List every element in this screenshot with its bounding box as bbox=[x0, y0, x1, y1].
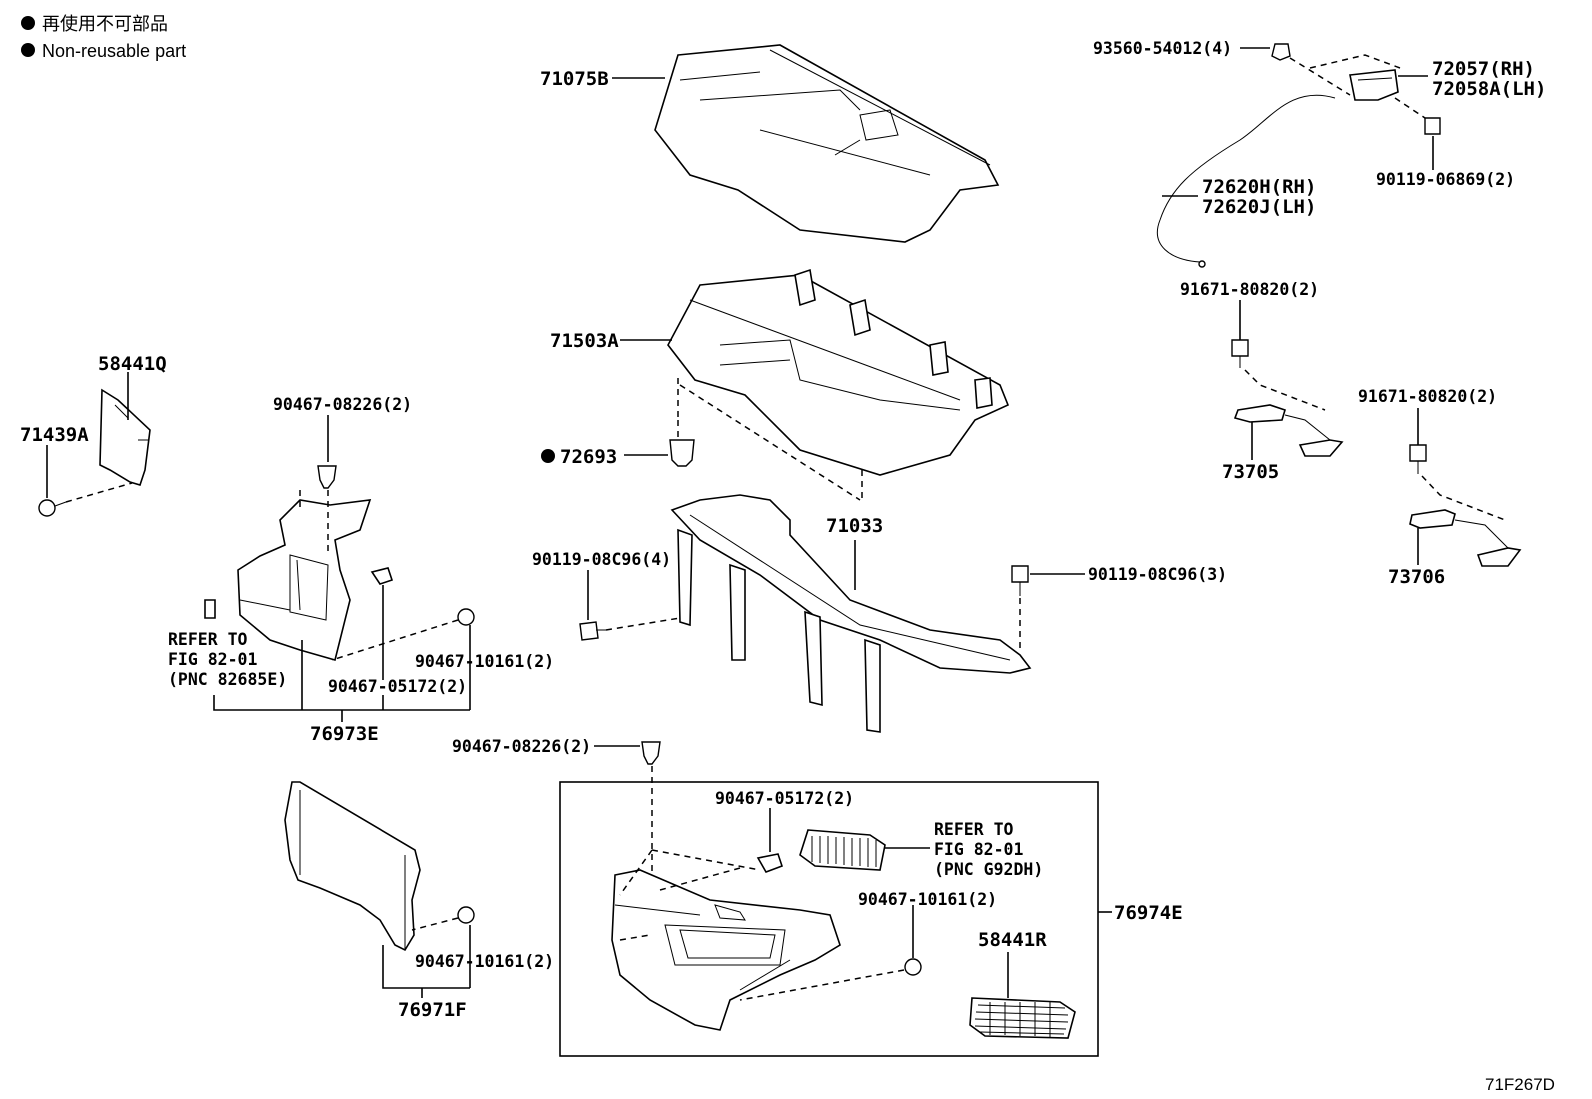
refer-b-line1: REFER TO bbox=[934, 820, 1014, 839]
part-label-90467-10161-a: 90467-10161(2) bbox=[415, 652, 554, 671]
part-label-72057: 72057(RH) bbox=[1432, 58, 1535, 80]
part-90467-10161-clip-illustration bbox=[457, 608, 475, 626]
part-label-91671-b: 91671-80820(2) bbox=[1358, 387, 1497, 406]
refer-a-line1: REFER TO bbox=[168, 630, 248, 649]
part-90467-10161-clip-illustration bbox=[457, 906, 475, 924]
refer-b-line2: FIG 82-01 bbox=[934, 840, 1023, 859]
part-label-58441R: 58441R bbox=[978, 929, 1047, 951]
part-label-90119-08C96-4: 90119-08C96(4) bbox=[532, 550, 671, 569]
part-label-72620H: 72620H(RH) bbox=[1202, 176, 1316, 198]
part-76971F-illustration bbox=[284, 781, 421, 952]
part-label-73706: 73706 bbox=[1388, 566, 1445, 588]
part-58441Q-illustration bbox=[99, 388, 151, 486]
assembly-box-76974E bbox=[559, 781, 1099, 1057]
part-90467-08226-clip-illustration bbox=[317, 465, 337, 489]
part-90467-08226-clip-illustration bbox=[641, 741, 661, 765]
part-label-58441Q: 58441Q bbox=[98, 353, 167, 375]
part-76973E-illustration bbox=[204, 499, 394, 661]
part-72693-clip-illustration bbox=[669, 439, 695, 467]
part-label-71033: 71033 bbox=[826, 515, 883, 537]
part-label-73705: 73705 bbox=[1222, 461, 1279, 483]
part-label-72058A: 72058A(LH) bbox=[1432, 78, 1546, 100]
part-label-90119-08C96-3: 90119-08C96(3) bbox=[1088, 565, 1227, 584]
legend-english: Non-reusable part bbox=[42, 41, 186, 61]
part-93560-screw-illustration bbox=[1271, 43, 1291, 61]
part-90119-08C96-bolt-illustration bbox=[1011, 565, 1029, 596]
part-90467-10161-clip-illustration bbox=[904, 958, 922, 976]
part-71033-frame-illustration bbox=[670, 494, 1032, 733]
part-label-90467-10161-c: 90467-10161(2) bbox=[415, 952, 554, 971]
part-72620-cable-illustration bbox=[1156, 94, 1336, 268]
part-label-90467-05172-a: 90467-05172(2) bbox=[328, 677, 467, 696]
part-label-93560: 93560-54012(4) bbox=[1093, 39, 1232, 58]
part-G92DH-grille-illustration bbox=[799, 829, 886, 871]
part-label-71075B: 71075B bbox=[540, 68, 609, 90]
part-label-72693: 72693 bbox=[560, 446, 617, 468]
part-label-90467-10161-b: 90467-10161(2) bbox=[858, 890, 997, 909]
part-label-71439A: 71439A bbox=[20, 424, 89, 446]
part-90467-05172-clip-illustration bbox=[756, 853, 784, 873]
part-label-76971F: 76971F bbox=[398, 999, 467, 1021]
part-90119-06869-bolt-illustration bbox=[1424, 117, 1441, 135]
non-reusable-dot-icon bbox=[541, 449, 555, 463]
non-reusable-dot-icon bbox=[21, 16, 35, 30]
legend-japanese: 再使用不可部品 bbox=[42, 14, 168, 34]
part-label-71503A: 71503A bbox=[550, 330, 619, 352]
part-73705-illustration bbox=[1233, 404, 1344, 457]
part-label-90467-08226-a: 90467-08226(2) bbox=[273, 395, 412, 414]
refer-a-line3: (PNC 82685E) bbox=[168, 670, 287, 689]
part-71439A-screw-illustration bbox=[38, 499, 67, 517]
part-label-76974E: 76974E bbox=[1114, 902, 1183, 924]
part-71075B-illustration bbox=[654, 44, 1000, 243]
part-71503A-illustration bbox=[667, 268, 1010, 476]
part-91671-bolt-illustration bbox=[1409, 444, 1427, 474]
refer-b-line3: (PNC G92DH) bbox=[934, 860, 1043, 879]
legend: 再使用不可部品 Non-reusable part bbox=[21, 14, 186, 61]
part-label-90119-06869: 90119-06869(2) bbox=[1376, 170, 1515, 189]
figure-id: 71F267D bbox=[1485, 1075, 1555, 1094]
part-72057-handle-illustration bbox=[1349, 69, 1399, 101]
part-label-72620J: 72620J(LH) bbox=[1202, 196, 1316, 218]
part-label-76973E: 76973E bbox=[310, 723, 379, 745]
part-58441R-grille-illustration bbox=[969, 997, 1076, 1039]
part-73706-illustration bbox=[1409, 509, 1522, 567]
part-91671-bolt-illustration bbox=[1231, 339, 1249, 368]
non-reusable-dot-icon bbox=[21, 43, 35, 57]
part-76974E-trim-illustration bbox=[611, 869, 841, 1031]
part-label-91671-a: 91671-80820(2) bbox=[1180, 280, 1319, 299]
part-label-90467-08226-b: 90467-08226(2) bbox=[452, 737, 591, 756]
part-90119-08C96-bolt-illustration bbox=[579, 621, 606, 641]
part-label-90467-05172-b: 90467-05172(2) bbox=[715, 789, 854, 808]
refer-a-line2: FIG 82-01 bbox=[168, 650, 257, 669]
